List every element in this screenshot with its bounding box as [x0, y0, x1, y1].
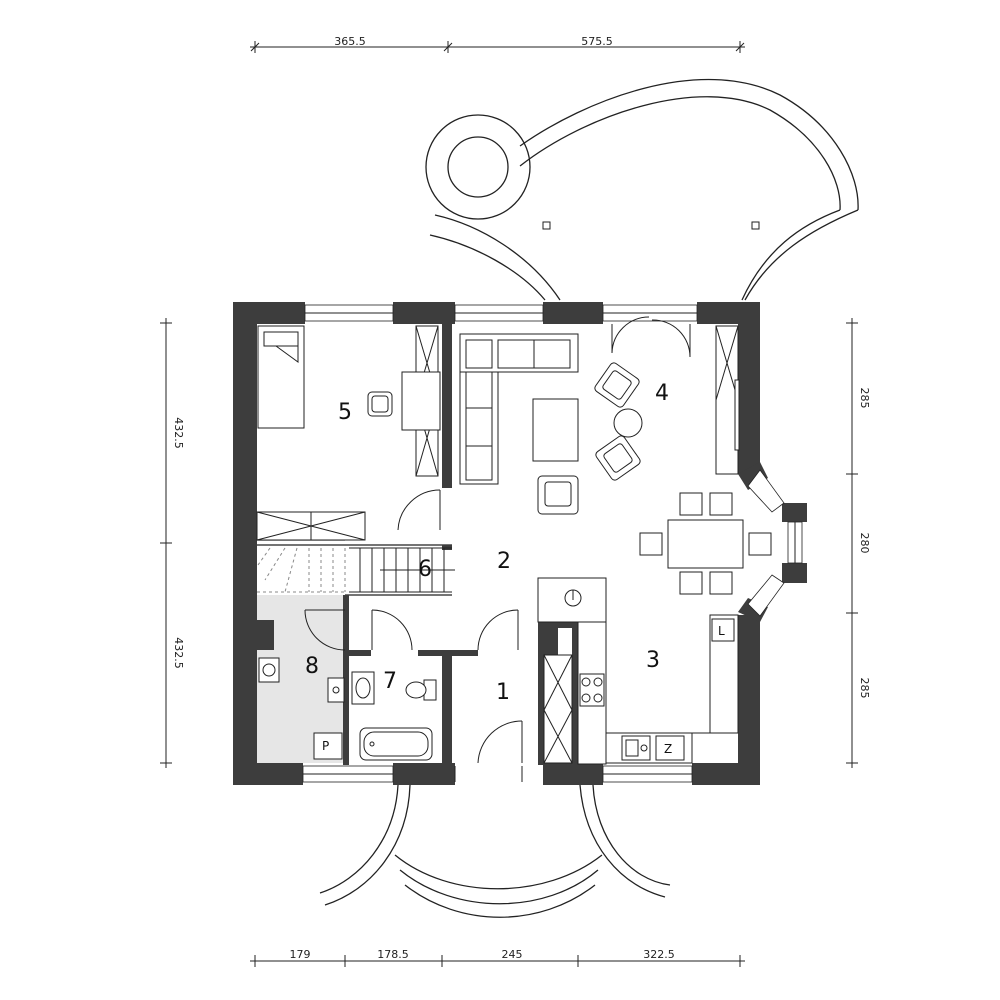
bathroom-fixtures [351, 671, 437, 761]
hall-wardrobe [543, 654, 573, 764]
dim-right-1: 285 [858, 388, 871, 409]
dishwasher-label: Z [664, 742, 672, 756]
dim-top-1: 365.5 [334, 35, 366, 48]
fridge-label: L [718, 624, 725, 638]
dimension-top: 365.5 575.5 [250, 35, 745, 53]
doors [304, 316, 691, 782]
utility-fixtures: P [258, 657, 345, 760]
dim-right-2: 280 [858, 533, 871, 554]
side-table [613, 408, 643, 438]
room-number-6: 6 [418, 557, 432, 582]
dimension-bottom: 179 178.5 245 322.5 [250, 948, 745, 967]
dim-left-2: 432.5 [172, 637, 185, 669]
dimension-right: 285 280 285 [846, 318, 871, 768]
living-furniture [459, 325, 772, 595]
coffee-table [532, 398, 579, 462]
dim-bottom-4: 322.5 [643, 948, 675, 961]
outer-walls [233, 302, 807, 785]
boiler [313, 732, 343, 760]
dim-top-2: 575.5 [581, 35, 613, 48]
dining-table [667, 519, 744, 569]
utility-sink [258, 657, 280, 683]
boiler-label: P [322, 739, 329, 753]
fridge [711, 618, 735, 642]
room-number-5: 5 [338, 400, 352, 425]
room-number-4: 4 [655, 381, 669, 406]
interior-walls [256, 324, 578, 766]
dishwasher [655, 735, 685, 761]
room-number-8: 8 [305, 654, 319, 679]
room-number-7: 7 [383, 669, 397, 694]
desk [401, 371, 441, 431]
washing-machine [327, 677, 345, 703]
room-number-3: 3 [646, 648, 660, 673]
dim-bottom-1: 179 [290, 948, 311, 961]
bedroom-furniture [257, 325, 441, 477]
kitchen-fixtures: Z L [537, 577, 739, 765]
stove [579, 673, 605, 707]
terrace-outline [425, 78, 859, 301]
dimension-left: 432.5 432.5 [160, 318, 185, 768]
dim-left-1: 432.5 [172, 417, 185, 449]
dim-bottom-2: 178.5 [377, 948, 409, 961]
room-numbers: 1 2 3 4 5 6 7 8 [305, 381, 669, 705]
bathtub [359, 727, 433, 761]
washbasin [351, 671, 375, 705]
staircase [256, 511, 455, 593]
dim-right-3: 285 [858, 678, 871, 699]
entrance-steps [319, 784, 671, 918]
room-number-1: 1 [496, 680, 510, 705]
dim-bottom-3: 245 [502, 948, 523, 961]
room-number-2: 2 [497, 549, 511, 574]
windows [302, 304, 803, 783]
